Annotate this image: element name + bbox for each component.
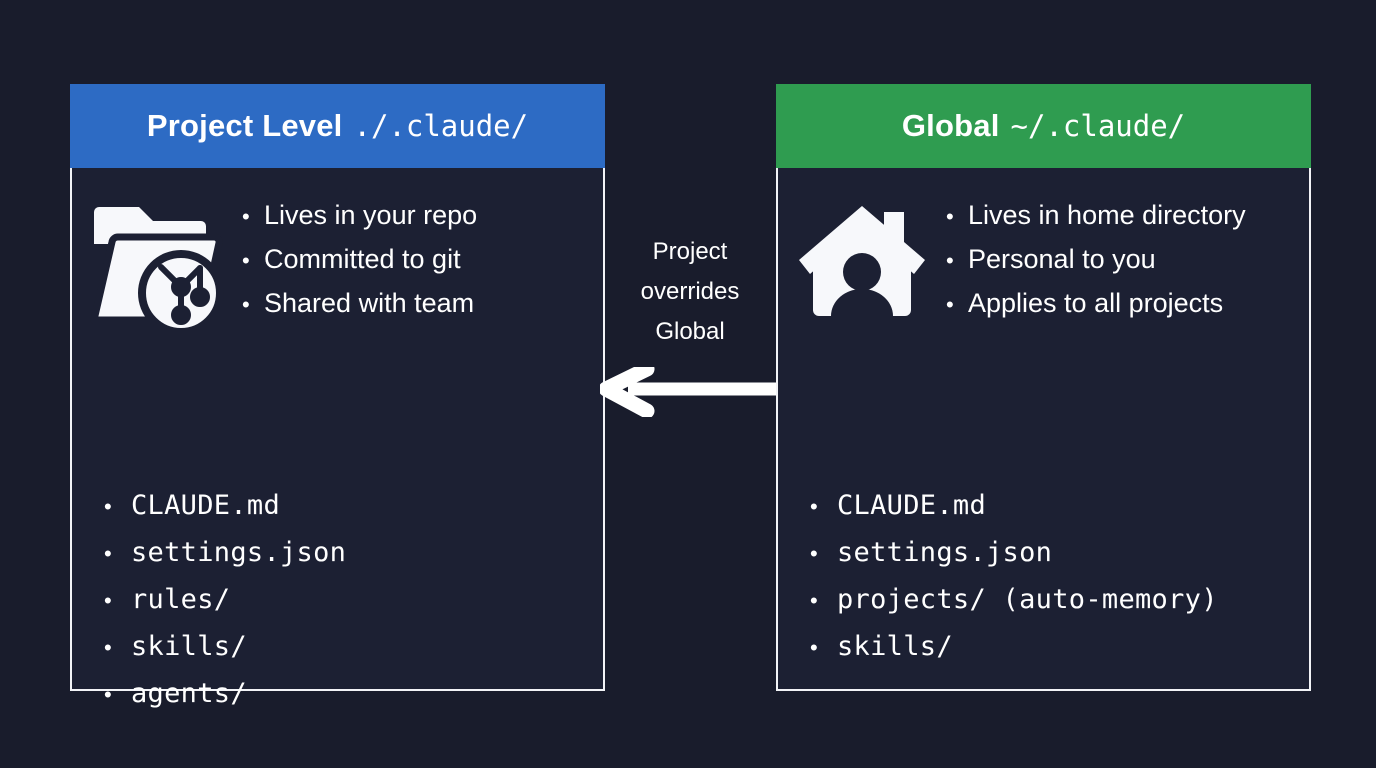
- bullet-icon: •: [104, 588, 112, 613]
- connector-project-overrides-global: Project overrides Global: [598, 232, 780, 419]
- list-item: • projects/ (auto-memory): [810, 577, 1218, 624]
- list-item: • skills/: [810, 624, 1218, 671]
- project-file-list: • CLAUDE.md • settings.json • rules/ • s…: [104, 483, 346, 718]
- feature-label: Applies to all projects: [968, 288, 1224, 318]
- card-global-path: ~/.claude/: [1010, 109, 1186, 143]
- bullet-icon: •: [242, 292, 250, 317]
- card-global-summary-row: • Lives in home directory • Personal to …: [778, 168, 1309, 326]
- list-item: • rules/: [104, 577, 346, 624]
- bullet-icon: •: [810, 635, 818, 660]
- bullet-icon: •: [242, 248, 250, 273]
- bullet-icon: •: [104, 494, 112, 519]
- feature-label: Lives in home directory: [968, 200, 1246, 230]
- connector-label-line-2: overrides: [640, 278, 740, 305]
- file-label: skills/: [131, 631, 247, 662]
- list-item: • settings.json: [104, 530, 346, 577]
- card-global: Global ~/.claude/: [776, 84, 1311, 691]
- bullet-icon: •: [946, 248, 954, 273]
- list-item: • CLAUDE.md: [104, 483, 346, 530]
- list-item: • Lives in your repo: [242, 194, 477, 238]
- list-item: • skills/: [104, 624, 346, 671]
- bullet-icon: •: [810, 541, 818, 566]
- card-project-level: Project Level ./.claude/: [70, 84, 605, 709]
- card-global-header: Global ~/.claude/: [776, 84, 1311, 168]
- bullet-icon: •: [242, 204, 250, 229]
- bullet-icon: •: [810, 494, 818, 519]
- list-item: • Committed to git: [242, 238, 477, 282]
- feature-label: Personal to you: [968, 244, 1156, 274]
- connector-label-line-1: Project: [652, 238, 728, 265]
- list-item: • settings.json: [810, 530, 1218, 577]
- list-item: • Applies to all projects: [946, 282, 1246, 326]
- file-label: projects/ (auto-memory): [837, 584, 1218, 615]
- connector-label-line-3: Global: [655, 318, 725, 345]
- card-global-title: Global: [901, 108, 1000, 143]
- feature-label: Shared with team: [264, 288, 475, 318]
- global-feature-list: • Lives in home directory • Personal to …: [946, 192, 1246, 326]
- list-item: • Shared with team: [242, 282, 477, 326]
- feature-label: Lives in your repo: [264, 200, 478, 230]
- bullet-icon: •: [104, 541, 112, 566]
- arrow-left-slot: [598, 361, 780, 419]
- list-item: • CLAUDE.md: [810, 483, 1218, 530]
- card-global-body: • Lives in home directory • Personal to …: [776, 168, 1311, 691]
- bullet-icon: •: [946, 204, 954, 229]
- list-item: • Lives in home directory: [946, 194, 1246, 238]
- bullet-icon: •: [810, 588, 818, 613]
- card-project-title: Project Level: [146, 108, 343, 143]
- card-project-path: ./.claude/: [353, 109, 529, 143]
- file-label: settings.json: [131, 537, 347, 568]
- global-file-list: • CLAUDE.md • settings.json • projects/ …: [810, 483, 1218, 671]
- folder-git-icon: [90, 207, 224, 330]
- arrow-left-icon: [598, 361, 780, 419]
- bullet-icon: •: [946, 292, 954, 317]
- bullet-icon: •: [104, 635, 112, 660]
- card-project-summary-row: • Lives in your repo • Committed to git …: [72, 168, 603, 330]
- feature-label: Committed to git: [264, 244, 461, 274]
- folder-git-icon-slot: [72, 192, 242, 330]
- list-item: • agents/: [104, 671, 346, 718]
- file-label: CLAUDE.md: [837, 490, 986, 521]
- file-label: agents/: [131, 678, 247, 709]
- card-project-body: • Lives in your repo • Committed to git …: [70, 168, 605, 709]
- project-feature-list: • Lives in your repo • Committed to git …: [242, 192, 477, 326]
- list-item: • Personal to you: [946, 238, 1246, 282]
- file-label: CLAUDE.md: [131, 490, 280, 521]
- home-user-icon-slot: [778, 192, 946, 326]
- bullet-icon: •: [104, 682, 112, 707]
- card-project-header: Project Level ./.claude/: [70, 84, 605, 168]
- home-user-icon: [799, 206, 925, 316]
- file-label: rules/: [131, 584, 231, 615]
- file-label: settings.json: [837, 537, 1053, 568]
- file-label: skills/: [837, 631, 953, 662]
